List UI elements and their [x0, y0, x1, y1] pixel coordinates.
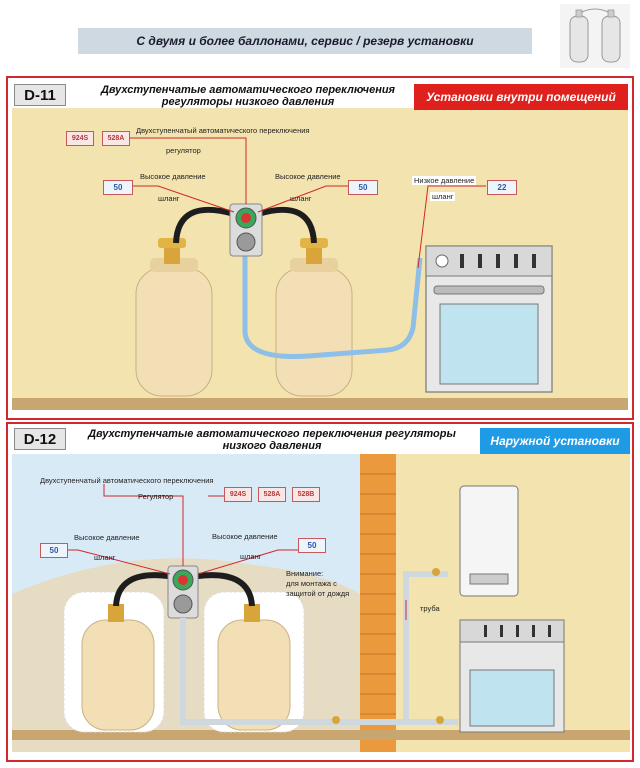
regulator-device [229, 203, 263, 257]
panel2-title-line1: Двухступенчатые автоматического переключ… [88, 428, 456, 440]
tag-528a: 528A [102, 131, 130, 146]
high-pressure-right-line1: Высокое давление [275, 172, 341, 181]
outdoor-high-right-line2: шланг [240, 552, 262, 561]
outdoor-high-left-line1: Высокое давление [74, 533, 140, 542]
wall-boiler [459, 485, 519, 597]
outdoor-gas-stove [459, 619, 565, 733]
panel-d11 [6, 76, 634, 420]
panel1-title-line2: регуляторы низкого давления [161, 96, 335, 108]
regulator-label-line1: Двухступенчатый автоматического переключ… [136, 126, 310, 135]
diagram-code-d11: D-11 [14, 84, 66, 106]
tag-low: 22 [487, 180, 517, 195]
outdoor-high-right-line1: Высокое давление [212, 532, 278, 541]
high-pressure-right-line2: шланг [290, 194, 312, 203]
warning-line1: Внимание: [286, 569, 324, 578]
outdoor-left-cylinder [81, 604, 155, 731]
tag-high-right-outdoor: 50 [298, 538, 326, 553]
pipe-label: труба [420, 604, 440, 613]
tag-924s: 924S [66, 131, 94, 146]
indoor-banner: Установки внутри помещений [414, 84, 628, 110]
outdoor-installation-illustration [12, 454, 630, 760]
outdoor-regulator-label-line2: Регулятор [138, 492, 174, 501]
outdoor-regulator-label-line1: Двухступенчатый автоматического переключ… [40, 476, 214, 485]
high-pressure-left-line1: Высокое давление [140, 172, 206, 181]
diagram-code-d12: D-12 [14, 428, 66, 450]
header-title: С двумя и более баллонами, сервис / резе… [78, 28, 532, 54]
low-pressure-line2: шланг [430, 192, 456, 201]
panel-d12 [6, 422, 634, 762]
regulator-label-line2: регулятор [166, 146, 201, 155]
tag-528a-outdoor: 528A [258, 487, 286, 502]
indoor-installation-illustration [12, 108, 628, 418]
tag-high-left: 50 [103, 180, 133, 195]
outdoor-regulator-device [167, 565, 199, 619]
outdoor-high-left-line2: шланг [94, 553, 116, 562]
outdoor-banner: Наружной установки [480, 428, 630, 454]
high-pressure-left-line2: шланг [158, 194, 180, 203]
panel1-title-line1: Двухступенчатые автоматического переключ… [100, 84, 396, 96]
tag-high-left-outdoor: 50 [40, 543, 68, 558]
tag-528b-outdoor: 528B [292, 487, 320, 502]
warning-line2: для монтажа с [286, 579, 337, 588]
warning-line3: защитой от дождя [286, 589, 350, 598]
left-gas-cylinder [135, 238, 213, 397]
low-pressure-line1: Низкое давление [412, 176, 477, 185]
gas-stove [425, 245, 553, 393]
tag-924s-outdoor: 924S [224, 487, 252, 502]
outdoor-right-cylinder [217, 604, 291, 731]
tag-high-right: 50 [348, 180, 378, 195]
panel2-title-line2: низкого давления [222, 440, 322, 452]
gas-cylinders-icon [560, 4, 630, 68]
